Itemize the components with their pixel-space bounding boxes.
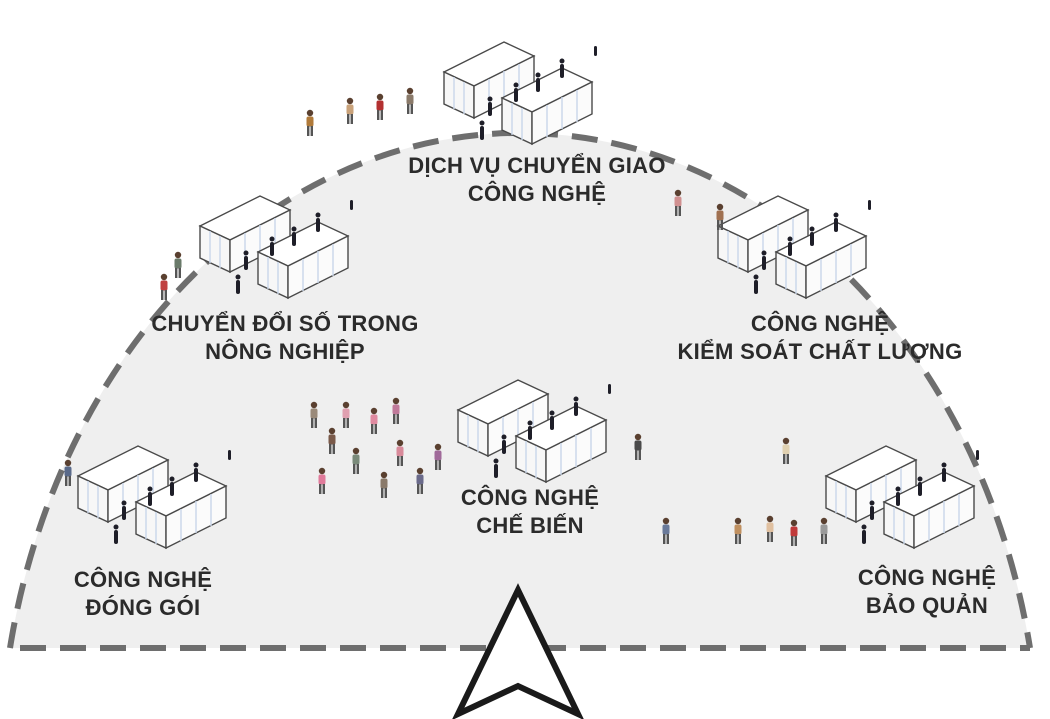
zone-label-transfer: DỊCH VỤ CHUYỂN GIAO CÔNG NGHỆ <box>372 152 702 208</box>
visitor-group-top <box>306 87 414 136</box>
zone-label-packaging: CÔNG NGHỆ ĐÓNG GÓI <box>38 566 248 622</box>
up-arrow-icon <box>452 583 584 719</box>
zone-label-line: CÔNG NGHỆ <box>460 485 600 510</box>
zone-label-processing: CÔNG NGHỆ CHẾ BIẾN <box>420 484 640 540</box>
area-dashed-border <box>7 129 1033 649</box>
zone-label-line: CHUYỂN ĐỔI SỐ TRONG <box>151 311 419 336</box>
zone-label-preservation: CÔNG NGHỆ BẢO QUẢN <box>822 564 1032 620</box>
zone-label-line: CÔNG NGHỆ <box>73 567 213 592</box>
zone-label-line: NÔNG NGHIỆP <box>205 339 365 364</box>
zone-label-line: CÔNG NGHỆ <box>467 181 607 206</box>
zone-label-digital: CHUYỂN ĐỔI SỐ TRONG NÔNG NGHIỆP <box>120 310 450 366</box>
zone-label-quality: CÔNG NGHỆ KIỂM SOÁT CHẤT LƯỢNG <box>650 310 990 366</box>
zone-label-line: ĐÓNG GÓI <box>85 595 201 620</box>
zone-label-line: KIỂM SOÁT CHẤT LƯỢNG <box>677 339 963 364</box>
zone-label-line: CÔNG NGHỆ <box>857 565 997 590</box>
zone-label-line: CHẾ BIẾN <box>476 513 584 538</box>
zone-label-line: BẢO QUẢN <box>865 593 989 618</box>
zone-label-line: DỊCH VỤ CHUYỂN GIAO <box>408 153 666 178</box>
zone-label-line: CÔNG NGHỆ <box>750 311 890 336</box>
booth-transfer <box>443 41 598 145</box>
